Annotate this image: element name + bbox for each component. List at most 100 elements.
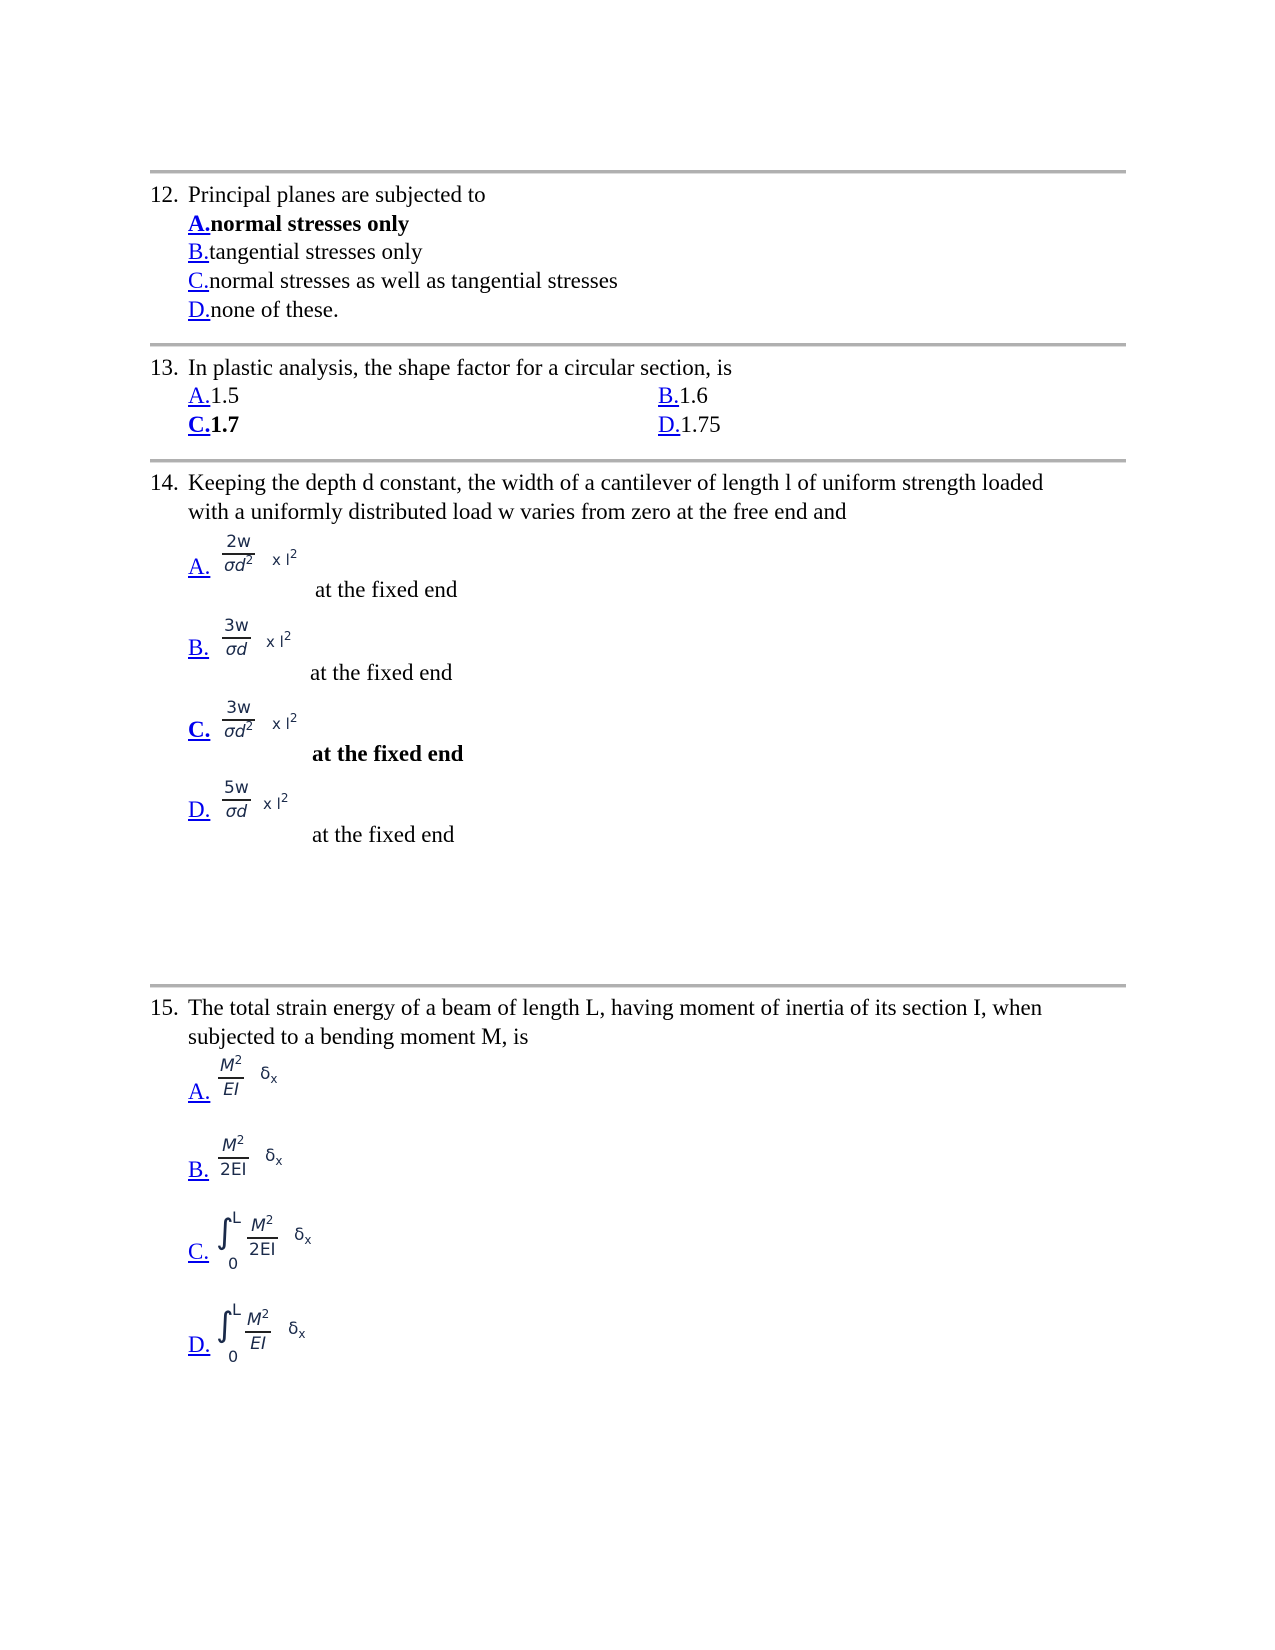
option-text: none of these. (210, 297, 339, 322)
formula-fraction: M2 EI (218, 1053, 245, 1100)
option-c: C.normal stresses as well as tangential … (188, 266, 618, 295)
fraction-bar (245, 1331, 272, 1333)
integral-icon: ∫ (216, 1212, 234, 1252)
formula-fraction: M2 EI (245, 1307, 272, 1354)
integral-lower-limit: 0 (228, 1347, 239, 1366)
question-14: 14. Keeping the depth d constant, the wi… (150, 468, 1126, 526)
integral-upper-limit: L (232, 1208, 241, 1227)
option-a: A.normal stresses only (188, 209, 409, 238)
integral-lower-limit: 0 (228, 1254, 239, 1273)
option-b: B.1.6 (658, 381, 708, 410)
denominator: σd2 (224, 719, 254, 742)
option-b-link[interactable]: B. (188, 1157, 210, 1182)
option-a-link[interactable]: A. (188, 554, 211, 579)
option-d-link[interactable]: D. (658, 412, 681, 437)
question-number: 14. (150, 470, 179, 495)
formula-fraction: 2w σd2 (222, 532, 256, 576)
denominator: EI (250, 1334, 267, 1354)
option-d: D.none of these. (188, 295, 339, 324)
option-d: D.1.75 (658, 410, 721, 439)
question-13: 13. In plastic analysis, the shape facto… (150, 353, 1126, 382)
option-text: tangential stresses only (209, 239, 423, 264)
question-text-line2: with a uniformly distributed load w vari… (188, 499, 847, 524)
option-text: at the fixed end (312, 822, 455, 847)
option-c-link[interactable]: C. (188, 412, 211, 437)
fraction-bar (247, 1237, 278, 1239)
option-b-link[interactable]: B. (658, 383, 680, 408)
delta-x: δx (260, 1064, 278, 1086)
numerator: M2 (220, 1053, 243, 1076)
option-text: normal stresses only (210, 211, 410, 236)
delta-x: δx (265, 1146, 283, 1168)
question-15: 15. The total strain energy of a beam of… (150, 993, 1126, 1051)
integral-upper-limit: L (232, 1300, 241, 1319)
option-a-link[interactable]: A. (188, 211, 211, 236)
option-c-link[interactable]: C. (188, 717, 211, 742)
option-text: normal stresses as well as tangential st… (209, 268, 618, 293)
question-12: 12. Principal planes are subjected to (150, 180, 1126, 209)
denominator: 2EI (220, 1160, 247, 1180)
numerator: M2 (251, 1213, 274, 1236)
question-separator (150, 459, 1126, 463)
denominator: σd2 (224, 553, 254, 576)
fraction-bar (222, 637, 251, 639)
numerator: M2 (247, 1307, 270, 1330)
question-separator (150, 984, 1126, 988)
formula-fraction: 3w σd (222, 616, 251, 660)
delta-x: δx (288, 1319, 306, 1341)
question-number: 15. (150, 995, 179, 1020)
denominator: σd (225, 640, 248, 660)
option-text: at the fixed end (312, 741, 464, 766)
option-a-link[interactable]: A. (188, 383, 211, 408)
fraction-bar (222, 719, 256, 721)
numerator: M2 (222, 1133, 245, 1156)
option-text: at the fixed end (315, 577, 458, 602)
option-text: 1.75 (680, 412, 721, 437)
option-c-link[interactable]: C. (188, 268, 210, 293)
question-separator (150, 343, 1126, 347)
option-b-link[interactable]: B. (188, 635, 210, 660)
delta-x: δx (294, 1225, 312, 1247)
numerator: 5w (224, 778, 249, 798)
option-text: at the fixed end (310, 660, 453, 685)
question-text-line2: subjected to a bending moment M, is (188, 1024, 529, 1049)
multiplier: x l2 (272, 711, 298, 733)
denominator: 2EI (249, 1240, 276, 1260)
numerator: 3w (224, 616, 249, 636)
denominator: σd (225, 802, 248, 822)
fraction-bar (222, 553, 256, 555)
option-a-link[interactable]: A. (188, 1079, 211, 1104)
question-separator (150, 170, 1126, 174)
option-b: B.tangential stresses only (188, 237, 422, 266)
option-c: C.1.7 (188, 410, 239, 439)
fraction-bar (218, 1077, 245, 1079)
option-d-link[interactable]: D. (188, 1332, 211, 1357)
question-text-line1: The total strain energy of a beam of len… (188, 995, 1043, 1020)
option-c-link[interactable]: C. (188, 1239, 210, 1264)
option-b-link[interactable]: B. (188, 239, 210, 264)
fraction-bar (222, 799, 251, 801)
formula-fraction: M2 2EI (247, 1213, 278, 1260)
question-text: Principal planes are subjected to (188, 182, 486, 207)
multiplier: x l2 (263, 791, 289, 813)
multiplier: x l2 (272, 547, 298, 569)
multiplier: x l2 (266, 629, 292, 651)
question-number: 12. (150, 182, 179, 207)
question-text-line1: Keeping the depth d constant, the width … (188, 470, 1044, 495)
option-a: A.1.5 (188, 381, 239, 410)
formula-fraction: 3w σd2 (222, 698, 256, 742)
option-d-link[interactable]: D. (188, 297, 211, 322)
formula-fraction: M2 2EI (218, 1133, 249, 1180)
integral-icon: ∫ (216, 1305, 234, 1345)
formula-fraction: 5w σd (222, 778, 251, 822)
question-number: 13. (150, 355, 179, 380)
denominator: EI (223, 1080, 240, 1100)
question-text: In plastic analysis, the shape factor fo… (188, 355, 733, 380)
fraction-bar (218, 1157, 249, 1159)
option-d-link[interactable]: D. (188, 797, 211, 822)
numerator: 3w (226, 698, 251, 718)
option-text: 1.7 (210, 412, 240, 437)
option-text: 1.5 (210, 383, 240, 408)
option-text: 1.6 (679, 383, 708, 408)
numerator: 2w (226, 532, 251, 552)
